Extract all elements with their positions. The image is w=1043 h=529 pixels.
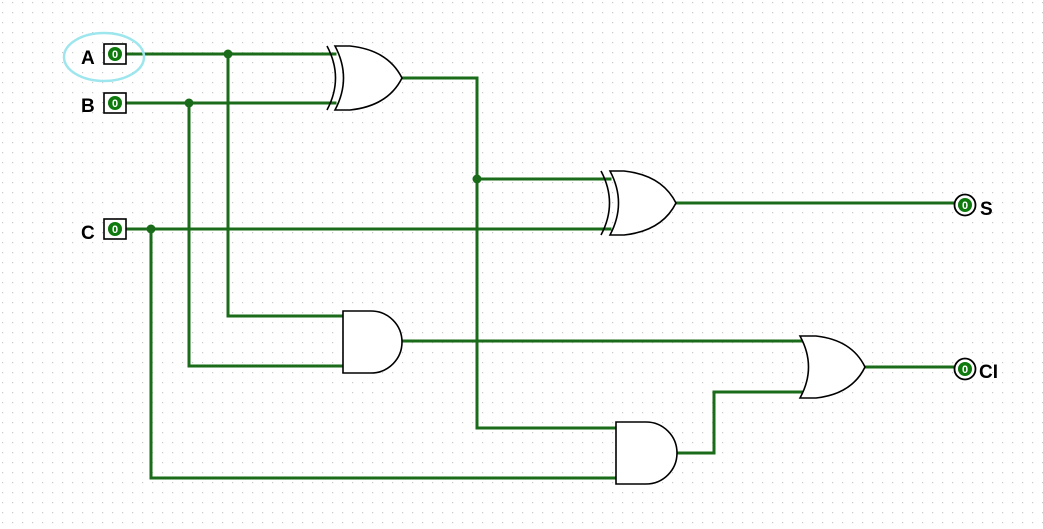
wire-b-branch: [187, 101, 345, 368]
wire-a-branch: [226, 52, 345, 318]
gate-shape: [326, 45, 337, 111]
input-c-label: C: [81, 223, 95, 244]
input-a-label: A: [81, 48, 95, 69]
xor-gate-1[interactable]: [326, 45, 403, 111]
output-s-value: 0: [962, 200, 968, 212]
gate-shape: [342, 310, 403, 374]
gate-shape: [600, 170, 611, 236]
junction-c: [146, 224, 156, 234]
input-pin-c[interactable]: C 0: [81, 218, 127, 244]
input-b-value: 0: [112, 98, 118, 110]
pin-led-icon: [108, 222, 122, 236]
junction-a: [223, 49, 233, 59]
or-gate[interactable]: [798, 335, 866, 399]
pin-led-icon: [958, 362, 972, 376]
input-pin-a[interactable]: A 0: [62, 31, 146, 83]
pin-led-icon: [108, 96, 122, 110]
output-ci-label: CI: [979, 362, 998, 383]
gate-shape: [333, 45, 403, 111]
gate-shape: [798, 335, 866, 399]
input-c-value: 0: [112, 224, 118, 236]
xor-gate-2[interactable]: [600, 170, 677, 236]
output-ci-value: 0: [962, 364, 968, 376]
junction-xor1-out: [472, 174, 482, 184]
pin-led-icon: [108, 47, 122, 61]
and-gate-1[interactable]: [342, 310, 403, 374]
output-pin-ci[interactable]: 0 CI: [953, 357, 999, 384]
and-gate-2[interactable]: [615, 421, 678, 485]
gate-shape: [608, 170, 677, 236]
junction-b: [184, 98, 194, 108]
wires: [124, 49, 957, 480]
input-pin-b[interactable]: B 0: [81, 92, 127, 117]
input-b-label: B: [81, 96, 95, 117]
wire-xor1-out: [400, 76, 618, 430]
gate-shape: [615, 421, 678, 485]
output-pin-s[interactable]: 0 S: [953, 193, 993, 221]
selection-highlight: [62, 31, 146, 83]
output-s-label: S: [980, 199, 993, 220]
wire-c-branch: [149, 227, 618, 480]
input-a-value: 0: [112, 49, 118, 61]
wire-and2-to-or: [675, 390, 809, 455]
pin-led-icon: [958, 198, 972, 212]
